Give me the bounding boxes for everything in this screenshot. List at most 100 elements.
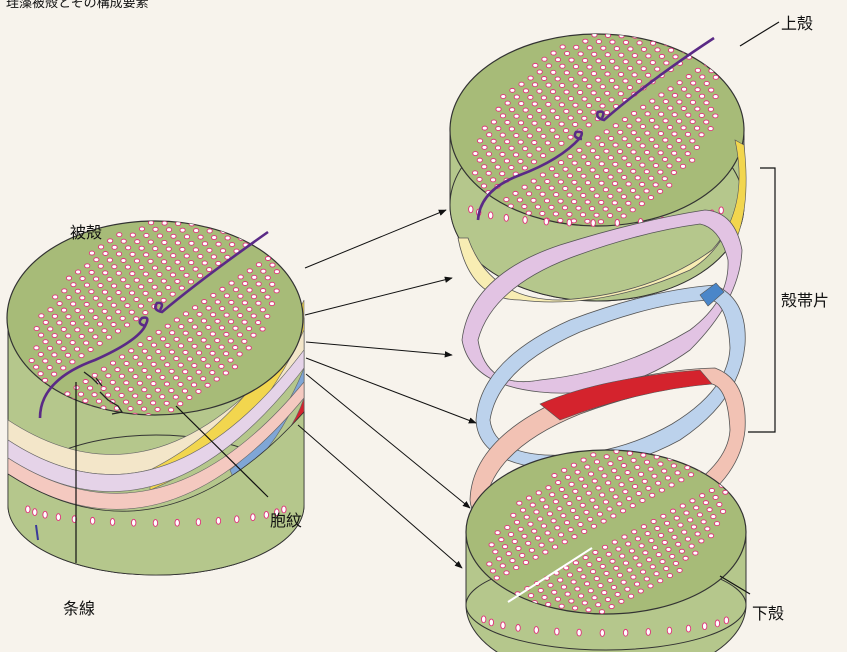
areola-pore <box>207 210 212 214</box>
areola-pore <box>247 269 252 273</box>
areola-pore <box>605 91 610 95</box>
areola-pore <box>586 491 591 495</box>
areola-pore <box>536 491 541 495</box>
areola-pore <box>211 255 216 259</box>
areola-pore <box>153 247 158 251</box>
areola-pore <box>518 140 523 144</box>
areola-pore <box>532 529 537 533</box>
areola-pore <box>645 532 650 536</box>
areola-pore <box>592 596 597 600</box>
areola-pore <box>568 135 573 139</box>
areola-pore <box>545 122 550 126</box>
areola-pore <box>261 269 266 273</box>
areola-pore <box>674 445 679 449</box>
areola-pore <box>490 569 495 573</box>
areola-pore <box>84 302 89 306</box>
areola-pore <box>215 319 220 323</box>
areola-pore <box>169 408 174 412</box>
areola-pore <box>639 544 644 548</box>
areola-pore <box>130 252 135 256</box>
areola-pore <box>128 407 133 411</box>
areola-pore <box>638 472 643 476</box>
areola-pore <box>61 308 66 312</box>
areola-pore <box>555 526 560 530</box>
areola-pore <box>238 294 243 298</box>
areola-pore <box>129 310 134 314</box>
areola-pore <box>192 344 197 348</box>
label-epitheca: 上殻 <box>781 10 813 34</box>
areola-pore <box>513 191 518 195</box>
areola-pore <box>164 401 169 405</box>
areola-pore <box>124 381 129 385</box>
areola-pore <box>577 568 582 572</box>
areola-pore <box>621 580 626 584</box>
areola-pore <box>130 233 135 237</box>
areola-pore <box>142 388 147 392</box>
areola-pore <box>206 345 211 349</box>
areola-pore <box>89 290 94 294</box>
areola-pore <box>562 468 567 472</box>
areola-pore <box>473 171 478 175</box>
areola-pore <box>629 477 634 481</box>
areola-pore <box>179 325 184 329</box>
areola-pore <box>162 221 167 225</box>
areola-pore <box>274 289 279 293</box>
areola-pore <box>660 35 665 39</box>
areola-pore <box>649 157 654 161</box>
areola-pore <box>34 365 39 369</box>
areola-pore <box>88 328 93 332</box>
areola-pore <box>214 377 219 381</box>
areola-pore <box>120 316 125 320</box>
arrow-to-band-3 <box>306 358 476 423</box>
areola-pore <box>148 259 153 263</box>
areola-pore <box>107 277 112 281</box>
areola-pore <box>141 407 146 411</box>
areola-pore <box>115 387 120 391</box>
areola-pore <box>654 144 659 148</box>
areola-pore <box>595 155 600 159</box>
areola-pore <box>56 359 61 363</box>
areola-pore <box>608 194 613 198</box>
areola-pore <box>594 577 599 581</box>
areola-pore <box>536 128 541 132</box>
areola-pore <box>558 180 563 184</box>
areola-pore <box>690 499 695 503</box>
areola-pore <box>120 297 125 301</box>
areola-pore <box>650 99 655 103</box>
areola-pore <box>546 64 551 68</box>
areola-pore <box>107 258 112 262</box>
areola-pore <box>84 283 89 287</box>
areola-pore <box>541 134 546 138</box>
areola-pore <box>688 473 693 477</box>
areola-pore <box>66 334 71 338</box>
areola-pore <box>166 228 171 232</box>
areola-pore <box>594 194 599 198</box>
areola-pore <box>549 167 554 171</box>
areola-pore <box>658 462 663 466</box>
areola-pore <box>662 469 667 473</box>
areola-pore <box>237 333 242 337</box>
areola-pore <box>565 475 570 479</box>
areola-pore <box>198 254 203 258</box>
areola-pore <box>33 509 37 516</box>
areola-pore <box>707 508 712 512</box>
areola-pore <box>490 178 495 182</box>
areola-pore <box>133 375 138 379</box>
areola-pore <box>623 79 628 83</box>
areola-pore <box>500 133 505 137</box>
areola-pore <box>230 223 235 227</box>
areola-pore <box>643 551 648 555</box>
areola-pore <box>123 400 128 404</box>
areola-pore <box>564 109 569 113</box>
areola-pore <box>644 460 649 464</box>
areola-pore <box>536 186 541 190</box>
areola-pore <box>192 364 197 368</box>
areola-pore <box>573 122 578 126</box>
areola-pore <box>225 217 230 221</box>
areola-pore <box>139 246 144 250</box>
areola-pore <box>567 174 572 178</box>
areola-pore <box>677 568 682 572</box>
areola-pore <box>590 498 595 502</box>
areola-pore <box>625 587 630 591</box>
areola-pore <box>66 276 71 280</box>
